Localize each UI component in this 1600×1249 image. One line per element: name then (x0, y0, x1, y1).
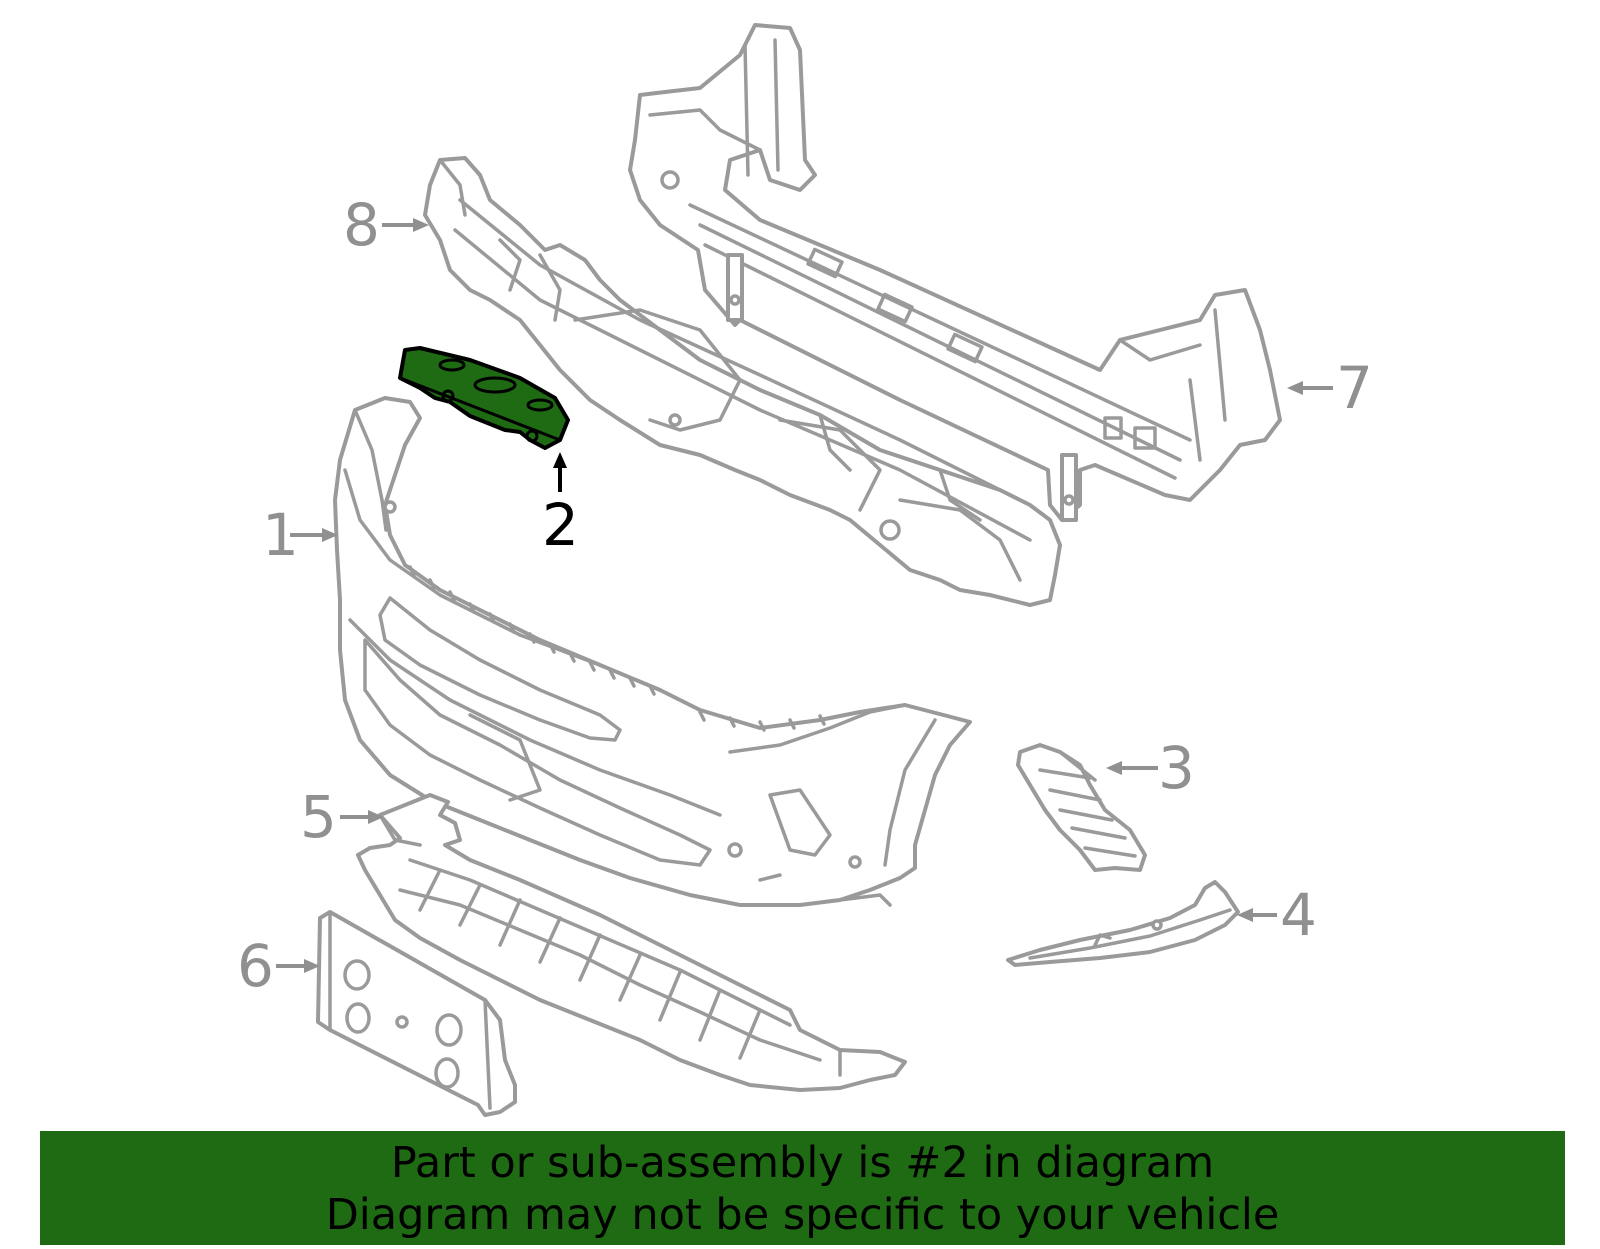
part-2-bracket[interactable] (398, 346, 570, 450)
callout-leader-7 (1287, 381, 1333, 395)
callout-number-3[interactable]: 3 (1158, 734, 1195, 802)
callout-leader-2 (553, 452, 567, 492)
banner-line-disclaimer: Diagram may not be specific to your vehi… (325, 1190, 1280, 1240)
callout-number-5[interactable]: 5 (300, 783, 337, 851)
part-4-trim-strip[interactable] (1006, 880, 1240, 967)
callout-number-1[interactable]: 1 (262, 501, 299, 569)
part-6-license-bracket[interactable] (316, 910, 517, 1117)
callout-number-6[interactable]: 6 (237, 932, 274, 1000)
part-5-splash-shield[interactable] (356, 793, 907, 1092)
callout-leader-4 (1237, 908, 1277, 922)
callout-number-4[interactable]: 4 (1280, 881, 1317, 949)
part-3-grille-insert[interactable] (1016, 743, 1147, 872)
part-1-bumper-cover[interactable] (333, 396, 972, 907)
callout-leader-1 (290, 528, 338, 542)
callout-leader-8 (382, 218, 429, 232)
part-8-energy-absorber[interactable] (423, 156, 1062, 607)
callout-number-2[interactable]: 2 (542, 491, 579, 559)
callout-number-8[interactable]: 8 (343, 191, 380, 259)
callout-leader-5 (340, 810, 384, 824)
info-banner: Part or sub-assembly is #2 in diagram Di… (40, 1131, 1565, 1245)
callout-leader-3 (1106, 761, 1158, 775)
part-7-reinforcement-beam[interactable] (628, 23, 1282, 522)
banner-line-part-number: Part or sub-assembly is #2 in diagram (390, 1138, 1215, 1188)
callout-number-7[interactable]: 7 (1336, 354, 1373, 422)
callout-leader-6 (276, 959, 320, 973)
